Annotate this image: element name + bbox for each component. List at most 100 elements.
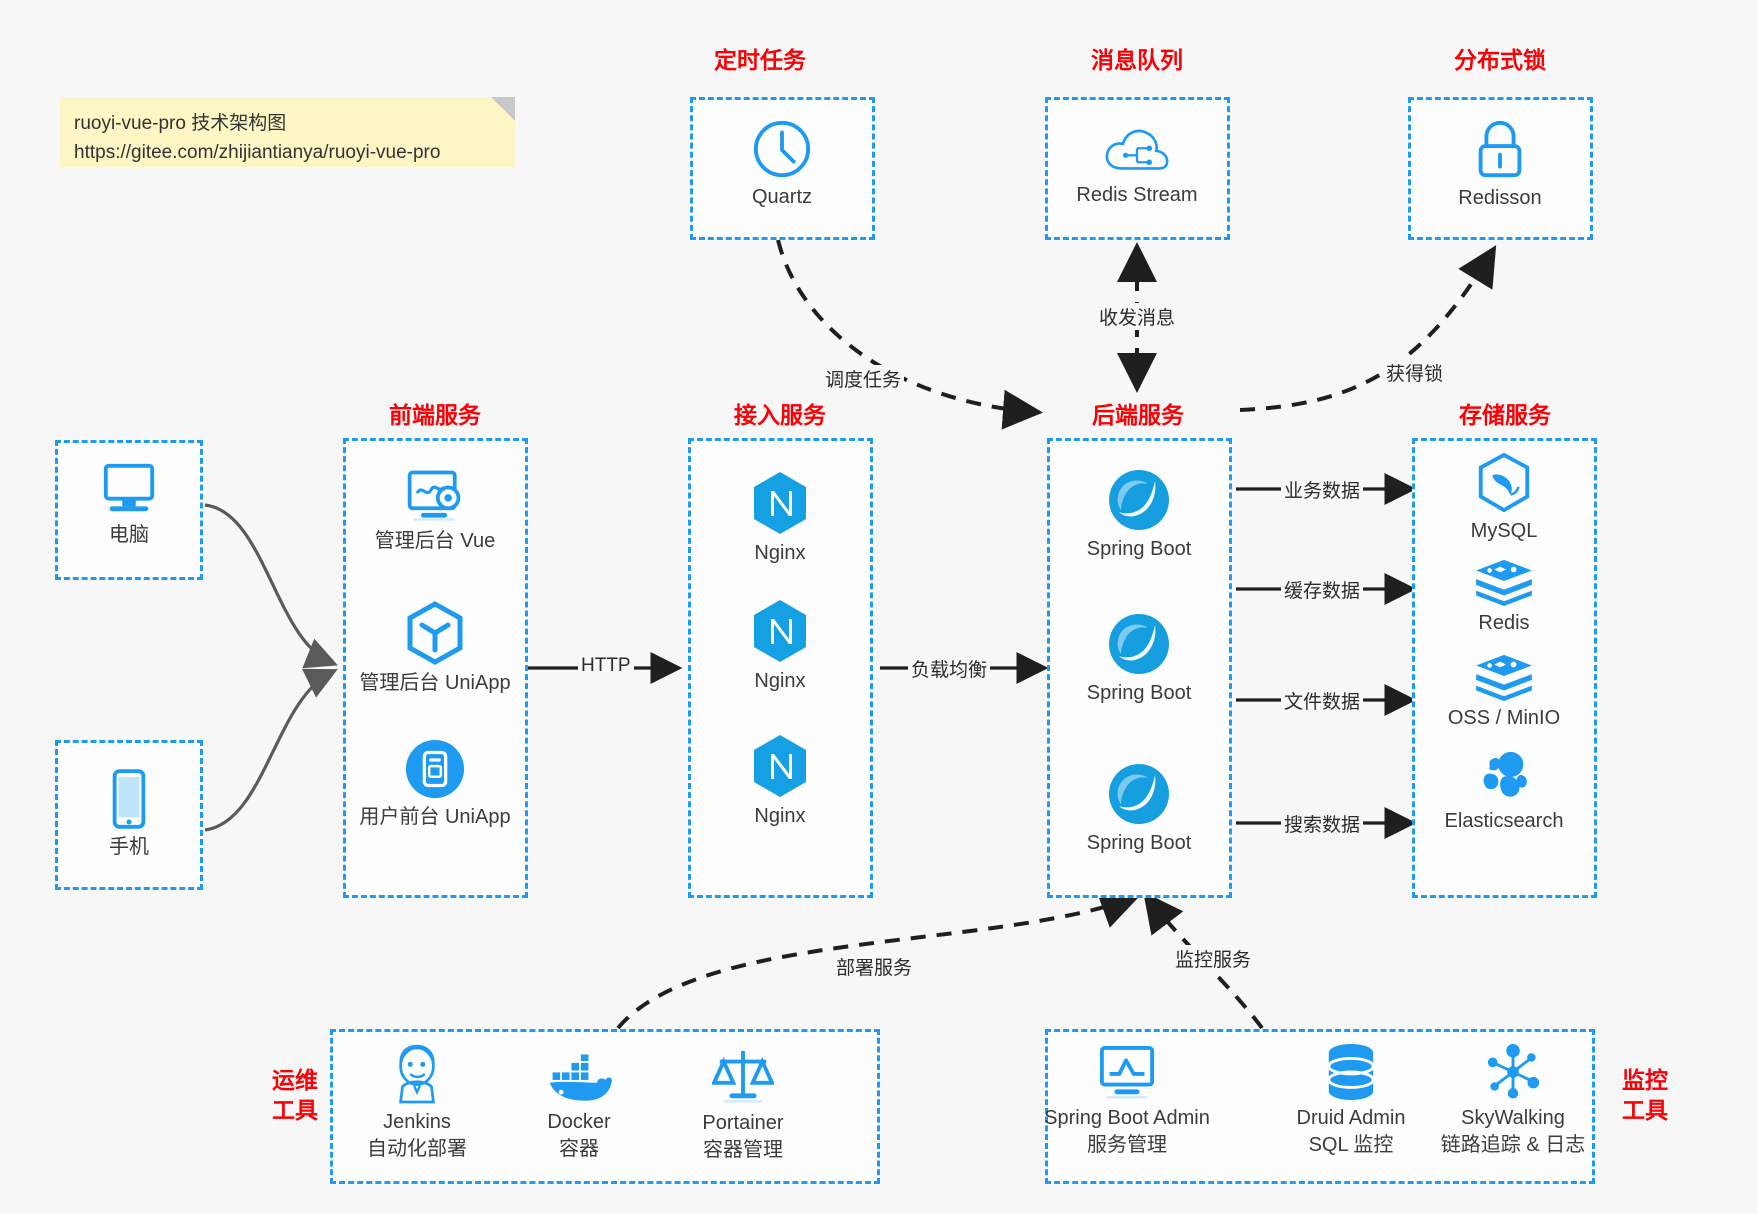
edge-label-monitor-service: 监控服务 <box>1172 945 1255 972</box>
edge-label-load-balance: 负载均衡 <box>908 655 991 682</box>
node-quartz-label: Quartz <box>751 186 813 208</box>
network-nodes-icon <box>1487 1043 1540 1099</box>
redis-stack-icon <box>1476 559 1532 606</box>
lock-icon <box>1478 120 1522 178</box>
spring-leaf-icon <box>1109 764 1169 824</box>
node-druid-admin[interactable]: Druid Admin SQL 监控 <box>1256 1043 1446 1159</box>
edge-label-http: HTTP <box>578 655 634 677</box>
edge-label-send-receive-message: 收发消息 <box>1096 303 1179 330</box>
node-redis-stream-label: Redis Stream <box>1076 184 1198 206</box>
desktop-icon <box>103 463 155 512</box>
node-druid-admin-label: Druid Admin SQL 监控 <box>1296 1107 1406 1156</box>
database-icon <box>1327 1044 1375 1100</box>
nginx-icon <box>754 472 806 534</box>
group-title-storage: 存储服务 <box>1459 402 1551 428</box>
note-url: https://gitee.com/zhijiantianya/ruoyi-vu… <box>74 142 441 163</box>
node-jenkins[interactable]: Jenkins 自动化部署 <box>322 1043 512 1163</box>
node-user-uniapp[interactable]: 用户前台 UniApp <box>340 738 530 831</box>
edge-label-file-data: 文件数据 <box>1281 687 1364 714</box>
edge-label-business-data: 业务数据 <box>1281 476 1364 503</box>
node-redis[interactable]: Redis <box>1409 558 1599 637</box>
devops-group-box <box>330 1029 880 1184</box>
clock-icon <box>753 120 811 178</box>
node-phone-label: 手机 <box>109 836 149 858</box>
node-elasticsearch-label: Elasticsearch <box>1444 810 1564 832</box>
node-skywalking[interactable]: SkyWalking 链路追踪 & 日志 <box>1418 1043 1608 1159</box>
node-nginx-3[interactable]: Nginx <box>685 733 875 830</box>
mobile-icon <box>112 769 146 829</box>
node-redis-stream[interactable]: Redis Stream <box>1042 122 1232 209</box>
edge-label-cache-data: 缓存数据 <box>1281 576 1364 603</box>
node-nginx-1-label: Nginx <box>754 542 806 564</box>
phone-box <box>55 740 203 890</box>
lock-group-box <box>1408 97 1593 240</box>
node-spring-boot-admin[interactable]: Spring Boot Admin 服务管理 <box>1032 1045 1222 1159</box>
node-spring-boot-admin-label: Spring Boot Admin 服务管理 <box>1044 1107 1210 1156</box>
node-mysql[interactable]: MySQL <box>1409 452 1599 545</box>
node-nginx-3-label: Nginx <box>754 805 806 827</box>
group-title-devops: 运维 工具 <box>272 1067 318 1123</box>
sticky-note: ruoyi-vue-pro 技术架构图 https://gitee.com/zh… <box>60 97 515 167</box>
edge-label-deploy-service: 部署服务 <box>833 953 916 980</box>
docker-whale-icon <box>549 1054 612 1101</box>
cloud-stream-icon <box>1105 129 1169 170</box>
spring-leaf-icon <box>1109 614 1169 674</box>
node-quartz[interactable]: Quartz <box>687 118 877 211</box>
node-pc[interactable]: 电脑 <box>34 460 224 549</box>
group-title-mq: 消息队列 <box>1091 47 1183 73</box>
node-admin-vue[interactable]: 管理后台 Vue <box>340 468 530 555</box>
cube-icon <box>407 601 463 665</box>
scales-icon <box>712 1050 774 1103</box>
node-admin-vue-label: 管理后台 Vue <box>374 530 496 552</box>
nginx-icon <box>754 735 806 797</box>
edge-label-schedule-task: 调度任务 <box>822 365 905 392</box>
elasticsearch-icon <box>1483 751 1527 797</box>
group-title-backend: 后端服务 <box>1092 402 1184 428</box>
node-spring-boot-1-label: Spring Boot <box>1086 538 1192 560</box>
node-redisson-label: Redisson <box>1458 187 1542 209</box>
node-spring-boot-2[interactable]: Spring Boot <box>1044 612 1234 707</box>
monitor-chart-icon <box>1099 1045 1155 1099</box>
redis-stack-icon <box>1476 654 1532 701</box>
node-redis-label: Redis <box>1478 612 1530 634</box>
node-docker[interactable]: Docker 容器 <box>484 1053 674 1163</box>
group-title-frontend: 前端服务 <box>389 402 481 428</box>
node-nginx-1[interactable]: Nginx <box>685 470 875 567</box>
edge-label-search-data: 搜索数据 <box>1281 810 1364 837</box>
node-spring-boot-1[interactable]: Spring Boot <box>1044 468 1234 563</box>
node-pc-label: 电脑 <box>109 524 149 546</box>
app-window-icon <box>405 739 465 799</box>
node-docker-label: Docker 容器 <box>547 1111 611 1160</box>
monitor-group-box <box>1045 1029 1595 1184</box>
node-elasticsearch[interactable]: Elasticsearch <box>1409 748 1599 835</box>
node-nginx-2-label: Nginx <box>754 670 806 692</box>
spring-leaf-icon <box>1109 470 1169 530</box>
group-title-lock: 分布式锁 <box>1454 47 1546 73</box>
node-skywalking-label: SkyWalking 链路追踪 & 日志 <box>1440 1107 1586 1156</box>
node-spring-boot-3-label: Spring Boot <box>1086 832 1192 854</box>
node-mysql-label: MySQL <box>1470 520 1538 542</box>
jenkins-butler-icon <box>399 1044 435 1104</box>
node-admin-uniapp[interactable]: 管理后台 UniApp <box>340 600 530 697</box>
node-user-uniapp-label: 用户前台 UniApp <box>359 806 511 828</box>
edge-label-acquire-lock: 获得锁 <box>1383 359 1447 386</box>
node-nginx-2[interactable]: Nginx <box>685 598 875 695</box>
node-portainer-label: Portainer 容器管理 <box>702 1112 784 1161</box>
node-portainer[interactable]: Portainer 容器管理 <box>648 1048 838 1164</box>
node-oss-minio[interactable]: OSS / MinIO <box>1409 653 1599 732</box>
scheduler-group-box <box>690 97 875 240</box>
mysql-dolphin-icon <box>1478 452 1530 513</box>
node-spring-boot-3[interactable]: Spring Boot <box>1044 762 1234 857</box>
note-fold-corner <box>491 97 515 121</box>
node-admin-uniapp-label: 管理后台 UniApp <box>359 672 511 694</box>
group-title-scheduler: 定时任务 <box>714 47 806 73</box>
node-jenkins-label: Jenkins 自动化部署 <box>367 1111 467 1160</box>
node-oss-minio-label: OSS / MinIO <box>1447 707 1561 729</box>
note-title: ruoyi-vue-pro 技术架构图 <box>74 113 287 134</box>
node-spring-boot-2-label: Spring Boot <box>1086 682 1192 704</box>
node-phone[interactable]: 手机 <box>34 768 224 861</box>
group-title-gateway: 接入服务 <box>734 402 826 428</box>
node-redisson[interactable]: Redisson <box>1405 117 1595 212</box>
dashboard-gear-icon <box>407 470 461 521</box>
